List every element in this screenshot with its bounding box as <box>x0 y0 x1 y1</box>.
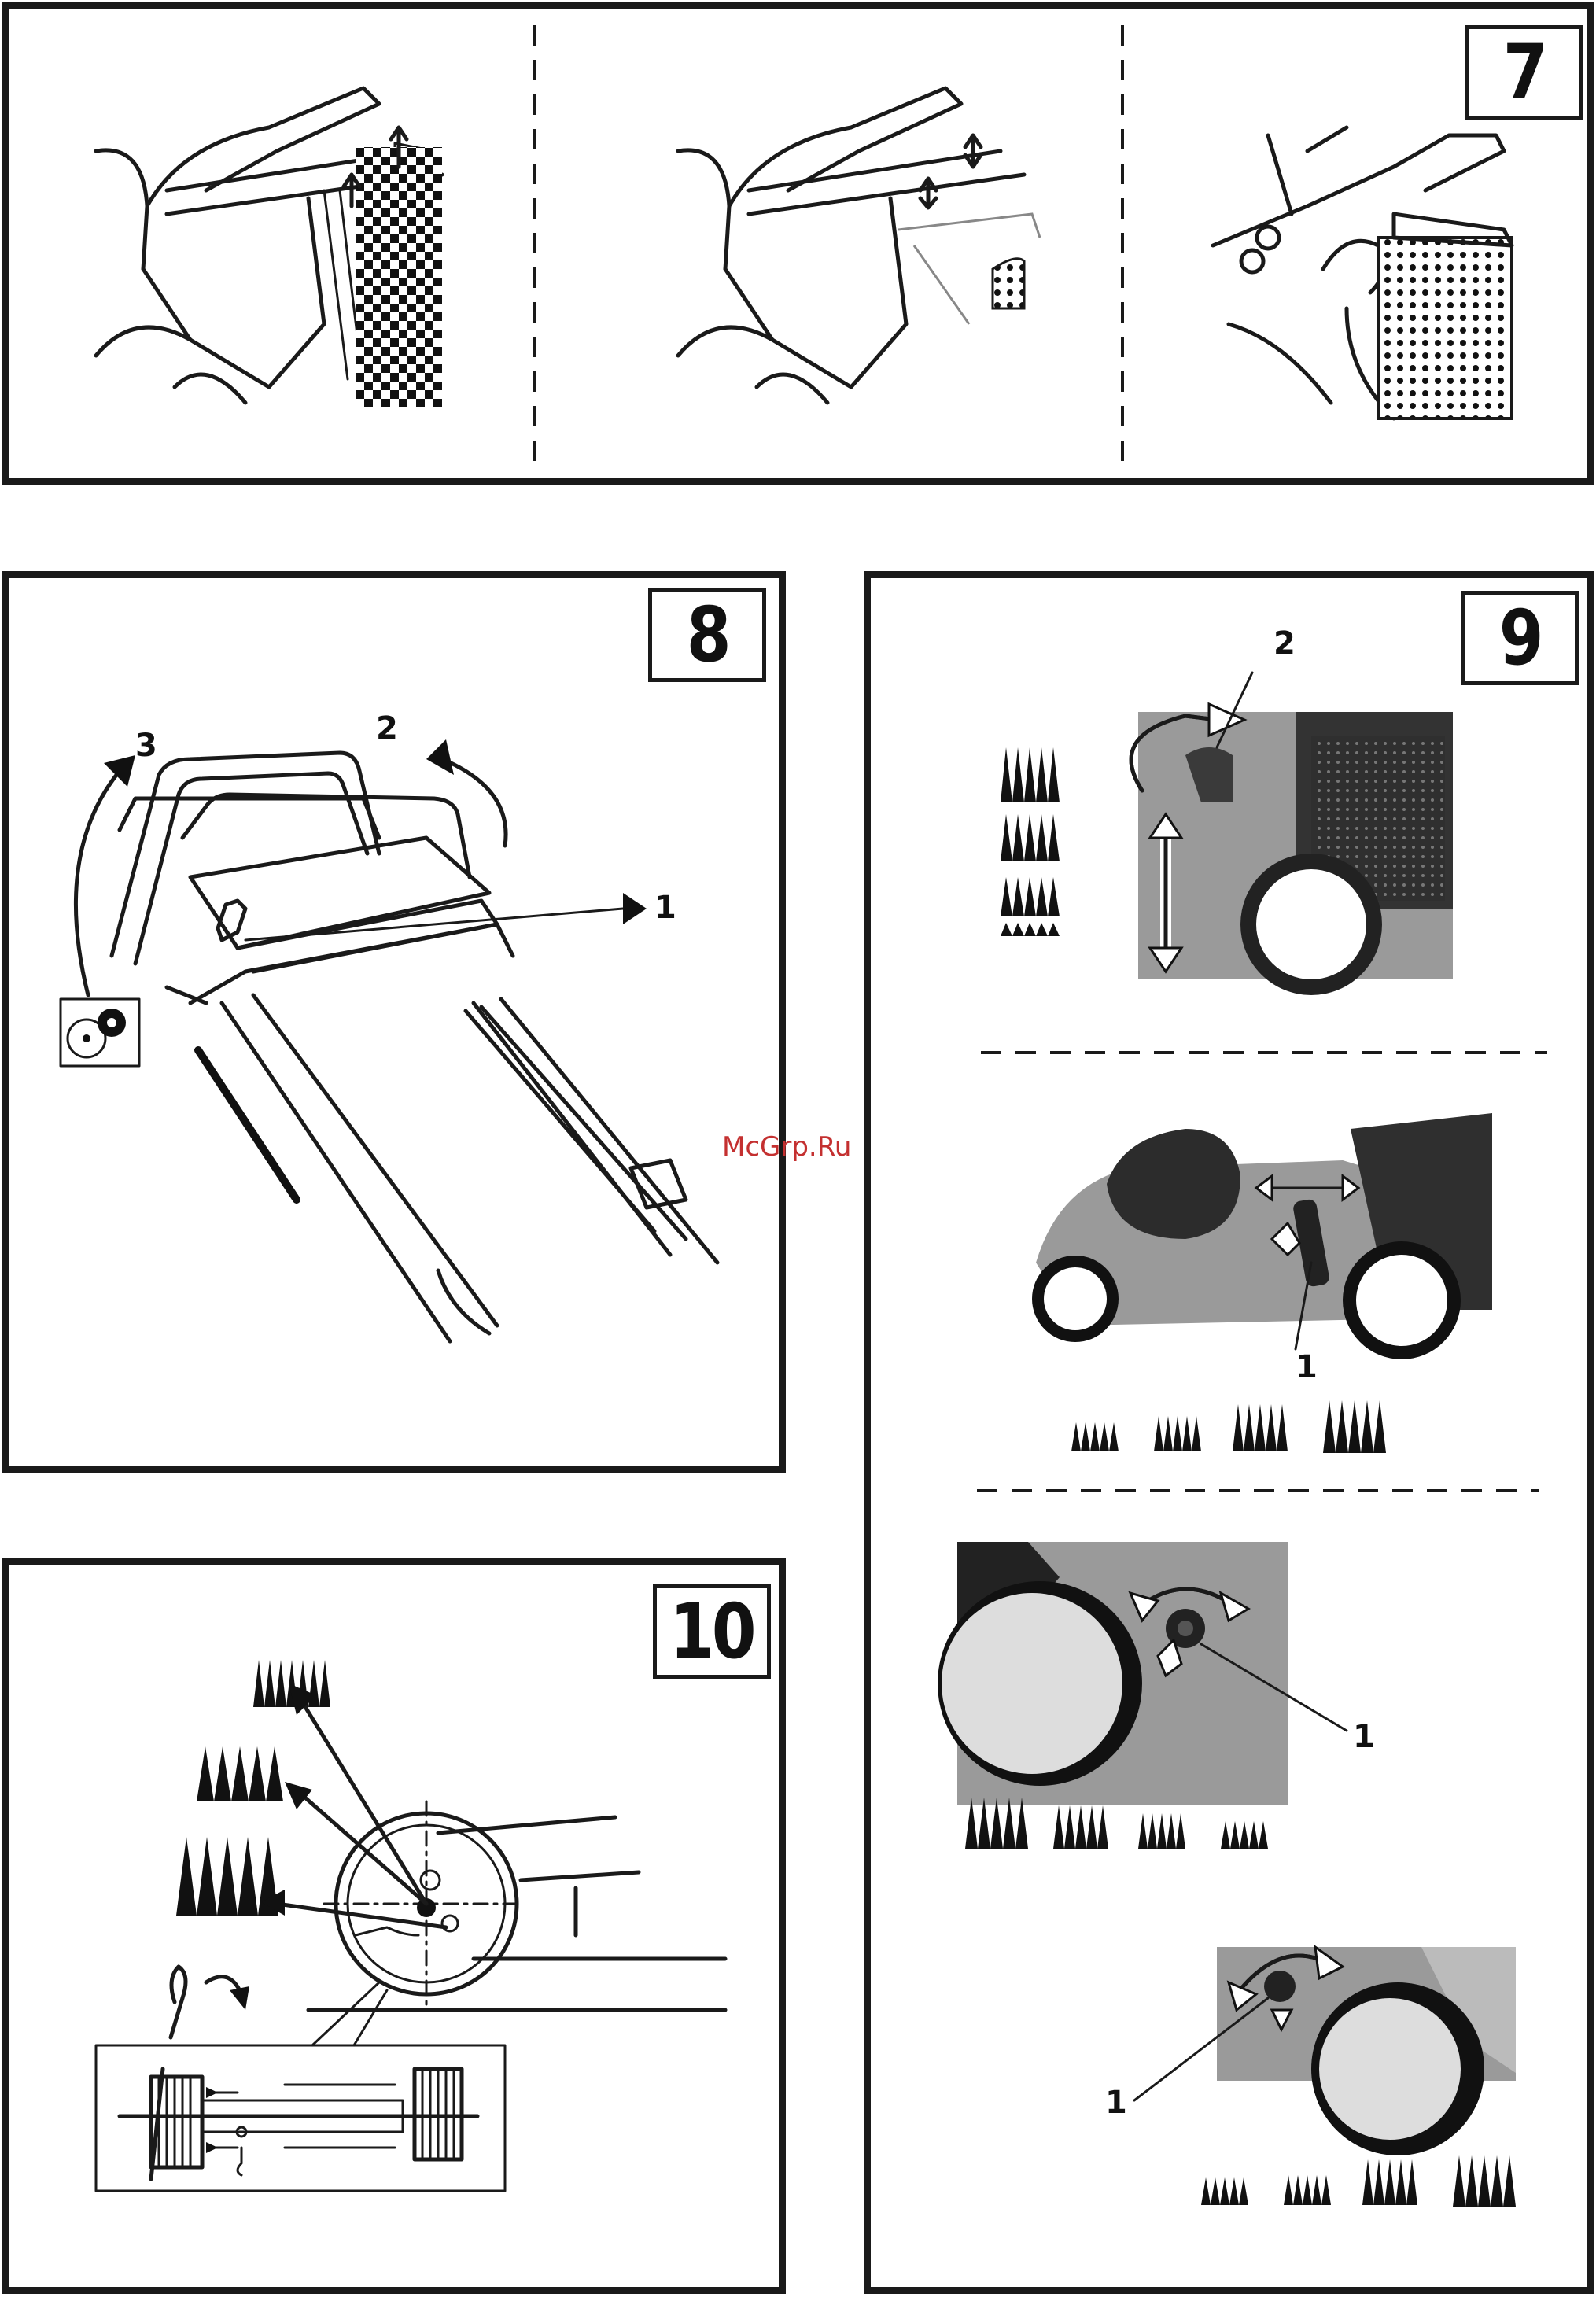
fig9-sub1-height-combs <box>1001 747 1060 936</box>
fig7-sub3-drawing <box>1213 127 1512 419</box>
comb-mid <box>197 1746 283 1801</box>
figure-8-panel: 1 2 3 8 <box>2 571 786 1473</box>
figure-10-panel: 10 <box>2 1558 786 2294</box>
figure-9-panel: 2 1 1 1 9 <box>864 571 1594 2294</box>
comb-high <box>176 1837 278 1916</box>
figure-7-illustration <box>9 9 1596 492</box>
fig9-sub1-photo <box>1131 673 1453 995</box>
figure-number: 9 <box>1498 594 1540 682</box>
figure-number: 7 <box>1502 28 1544 116</box>
figure-10-number: 10 <box>653 1584 771 1679</box>
fig7-sub1-drawing <box>96 88 442 407</box>
callout-3: 3 <box>135 728 157 764</box>
callout-2: 2 <box>376 710 398 747</box>
figure-8-number: 8 <box>648 588 766 682</box>
fig9-sub3-photo <box>938 1542 1347 1805</box>
fig9-callout-1c: 1 <box>1105 2085 1127 2121</box>
fig9-sub2-height-combs <box>1071 1400 1386 1453</box>
fig9-sub2-photo <box>1032 1113 1492 1359</box>
callout-1: 1 <box>654 890 676 926</box>
figure-number: 10 <box>670 1587 754 1676</box>
fig9-callout-2: 2 <box>1273 625 1296 662</box>
figure-8-illustration <box>9 578 793 1480</box>
fig9-callout-1a: 1 <box>1296 1349 1318 1385</box>
figure-7-number: 7 <box>1465 25 1583 120</box>
figure-7-panel: 7 <box>2 2 1594 485</box>
figure-9-illustration <box>871 578 1596 2301</box>
fig9-sub4-height-combs <box>1201 2155 1516 2207</box>
fig9-callout-1b: 1 <box>1353 1719 1375 1755</box>
figure-9-number: 9 <box>1461 591 1579 685</box>
watermark: McGrp.Ru <box>722 1131 851 1163</box>
figure-number: 8 <box>686 591 728 679</box>
comb-low <box>253 1660 330 1707</box>
fig7-sub2-drawing <box>678 88 1040 403</box>
fig9-sub4-photo <box>1134 1947 1516 2155</box>
